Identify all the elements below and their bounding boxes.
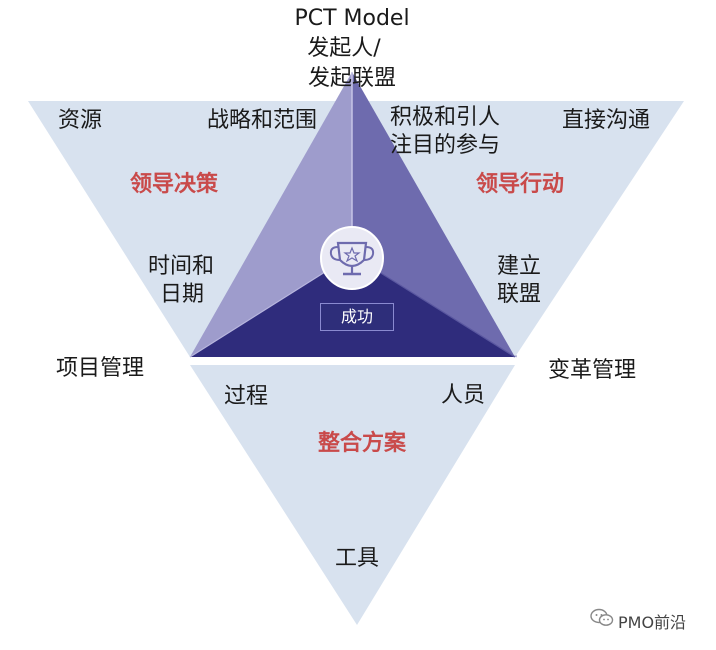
time-label: 时间和 <box>148 254 215 279</box>
leadership-action-title: 领导行动 <box>476 172 565 197</box>
watermark-text: PMO前沿 <box>618 613 687 632</box>
direct-communication-label: 直接沟通 <box>562 108 651 133</box>
left-outer-panel <box>28 101 352 357</box>
tools-label: 工具 <box>334 546 380 571</box>
pyramid-left-facet <box>190 72 352 357</box>
project-management-label: 项目管理 <box>56 356 145 381</box>
sponsor-label-line2: 发起联盟 <box>307 66 397 91</box>
change-management-label: 变革管理 <box>548 358 637 383</box>
resources-label: 资源 <box>58 108 103 133</box>
trophy-icon <box>320 226 384 290</box>
right-outer-panel <box>352 101 684 357</box>
strategy-scope-label: 战略和范围 <box>207 108 318 133</box>
sponsor-label: 发起人/ <box>307 36 381 61</box>
people-label: 人员 <box>441 383 486 408</box>
svg-text:™: ™ <box>512 355 518 362</box>
time-label-line2: 日期 <box>160 282 205 307</box>
success-badge: 成功 <box>320 303 394 331</box>
integrated-solution-title: 整合方案 <box>317 431 407 456</box>
pyramid-right-facet <box>352 72 515 357</box>
build-coalition-label: 建立 <box>497 254 542 279</box>
build-coalition-label-line2: 联盟 <box>497 282 542 307</box>
model-title: PCT Model <box>294 6 410 31</box>
engagement-label-line2: 注目的参与 <box>390 133 501 158</box>
engagement-label: 积极和引人 <box>390 105 501 130</box>
wechat-icon <box>590 608 614 628</box>
leadership-decision-title: 领导决策 <box>130 172 219 197</box>
process-label: 过程 <box>224 384 269 409</box>
bottom-outer-panel <box>190 365 515 625</box>
